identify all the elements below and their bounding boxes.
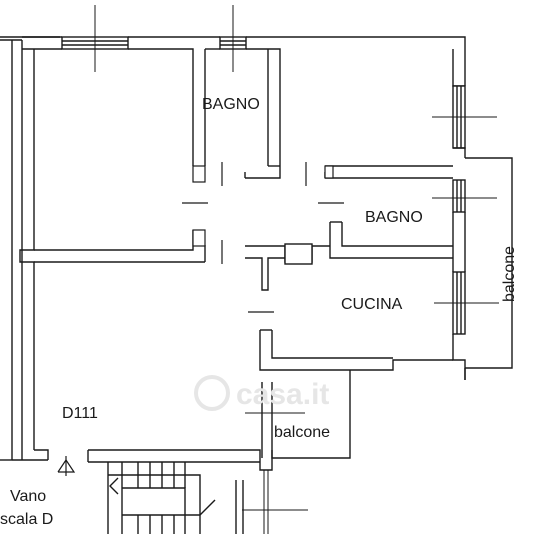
balcony-label-bottom: balcone [274, 424, 330, 441]
balcony-label-right: balcone [501, 246, 518, 302]
room-label-cucina: CUCINA [341, 296, 403, 313]
room-label-bagno-top: BAGNO [202, 96, 260, 113]
watermark-text: casa.it [236, 378, 329, 411]
unit-code-label: D111 [62, 405, 98, 422]
watermark: casa.it [194, 375, 329, 411]
stair-label-line2: scala D [0, 511, 53, 528]
stair-label-line1: Vano [10, 488, 46, 505]
room-label-bagno-right: BAGNO [365, 209, 423, 226]
entrance-triangle-icon [57, 456, 76, 476]
